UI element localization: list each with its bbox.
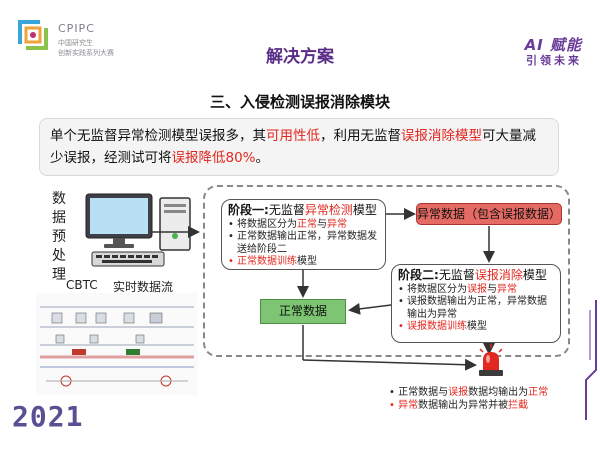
- stage2-bullets: 将数据区分为误报与异常 误报数据输出为正常，异常数据输出为异常 误报数据训练模型: [398, 284, 554, 334]
- stage2-head: 阶段二:: [398, 268, 439, 282]
- stage1-bullet: 正常数据训练模型: [228, 256, 379, 269]
- logo-subtext-2: 创新实践系列大赛: [58, 49, 114, 57]
- bullet-text: 模型: [297, 256, 317, 267]
- stage1-bullet: 正常数据输出正常，异常数据发送给阶段二: [228, 231, 379, 256]
- realtime-stream-label: 实时数据流: [113, 280, 174, 294]
- summary-text: 可大量减少误报，经测试可将: [50, 128, 536, 166]
- bullet-text: 误报数据输出为正常，异常数据输出为异常: [407, 296, 547, 320]
- network-topology-diagram: [36, 293, 198, 395]
- stage1-title-text: 无监督: [268, 203, 305, 217]
- computer-icon: [85, 193, 191, 267]
- bullet-text: 正常数据输出正常，异常数据发送给阶段二: [237, 231, 377, 255]
- result-highlight: 异常: [398, 400, 419, 411]
- stage1-head: 阶段一:: [228, 203, 269, 217]
- stage2-title-highlight: 误报消除: [474, 268, 523, 282]
- stage1-box: 阶段一:无监督异常检测模型 将数据区分为正常与异常 正常数据输出正常，异常数据发…: [221, 199, 386, 270]
- logo-mark-icon: [18, 20, 48, 50]
- bullet-text: 将数据区分为: [407, 283, 467, 295]
- stage1-bullet: 将数据区分为正常与异常: [228, 219, 379, 232]
- stage2-title-text: 模型: [522, 268, 547, 282]
- summary-text: ，利用无监督: [320, 128, 401, 144]
- flow-arrow: [302, 358, 477, 371]
- result-text: 数据均输出为: [468, 387, 529, 398]
- result-highlight: 误报: [448, 387, 469, 398]
- result-highlight: 正常: [528, 387, 549, 398]
- bullet-highlight: 正常数据训练: [237, 256, 297, 267]
- summary-text: 。: [255, 150, 270, 166]
- summary-highlight: 误报消除模型: [401, 128, 482, 144]
- bullet-text: 将数据区分为: [237, 218, 297, 230]
- summary-highlight: 误报降低80%: [171, 150, 256, 166]
- stage2-title-text: 无监督: [438, 268, 475, 282]
- stage2-bullet: 将数据区分为误报与异常: [398, 284, 554, 297]
- preprocess-char: 数: [52, 191, 66, 207]
- result-line: • 正常数据与误报数据均输出为正常: [389, 387, 549, 398]
- stage1-title-highlight: 异常检测: [304, 203, 353, 217]
- result-text: 数据输出为异常并被: [418, 400, 509, 411]
- stage2-bullet: 误报数据输出为正常，异常数据输出为异常: [398, 296, 554, 321]
- year-mark: 2021: [12, 400, 84, 433]
- abnormal-data-box: 异常数据（包含误报数据）: [416, 203, 562, 225]
- bullet-text: 模型: [467, 321, 487, 332]
- result-text: 正常数据与: [398, 387, 449, 398]
- stage1-bullets: 将数据区分为正常与异常 正常数据输出正常，异常数据发送给阶段二 正常数据训练模型: [228, 219, 379, 269]
- alarm-siren-icon: [479, 344, 503, 376]
- result-notes: • 正常数据与误报数据均输出为正常 • 异常数据输出为异常并被拦截: [389, 386, 548, 412]
- flow-container: [203, 185, 570, 357]
- bullet-highlight: 误报数据训练: [407, 321, 467, 332]
- bullet-text: 与: [487, 283, 497, 295]
- preprocess-label: 数 据 预 处 理: [50, 190, 68, 285]
- normal-data-box: 正常数据: [260, 299, 346, 324]
- preprocess-char: 理: [52, 267, 66, 283]
- slogan-line-2: 引领未来: [526, 54, 582, 67]
- slogan-line-1: AI 赋能: [524, 36, 582, 54]
- bullet-highlight: 异常: [327, 218, 347, 230]
- stage1-title: 阶段一:无监督异常检测模型: [228, 204, 379, 217]
- cpipc-logo: CPIPC 中国研究生 创新实践系列大赛: [14, 12, 134, 62]
- page-title: 解决方案: [266, 47, 334, 67]
- section-title: 三、入侵检测误报消除模块: [209, 93, 390, 111]
- stage2-title: 阶段二:无监督误报消除模型: [398, 269, 554, 282]
- logo-subtext-1: 中国研究生: [58, 39, 93, 47]
- decorative-lines-icon: [585, 300, 597, 420]
- bullet-highlight: 异常: [497, 283, 517, 295]
- bullet-text: 与: [317, 218, 327, 230]
- summary-highlight: 可用性低: [266, 128, 320, 144]
- bullet-highlight: 正常: [297, 218, 317, 230]
- preprocess-char: 据: [52, 210, 66, 226]
- result-highlight: 拦截: [508, 400, 529, 411]
- stage2-box: 阶段二:无监督误报消除模型 将数据区分为误报与异常 误报数据输出为正常，异常数据…: [391, 264, 561, 343]
- summary-text: 单个无监督异常检测模型误报多，其: [50, 128, 266, 144]
- stage1-title-text: 模型: [352, 203, 377, 217]
- bullet-highlight: 误报: [467, 283, 487, 295]
- preprocess-char: 预: [52, 229, 66, 245]
- cbtc-label: CBTC: [66, 278, 98, 292]
- summary-box: 单个无监督异常检测模型误报多，其可用性低，利用无监督误报消除模型可大量减少误报，…: [39, 118, 559, 176]
- logo-text: CPIPC: [58, 22, 95, 35]
- preprocess-char: 处: [52, 248, 66, 264]
- result-line: • 异常数据输出为异常并被拦截: [389, 400, 529, 411]
- stage2-bullet: 误报数据训练模型: [398, 321, 554, 334]
